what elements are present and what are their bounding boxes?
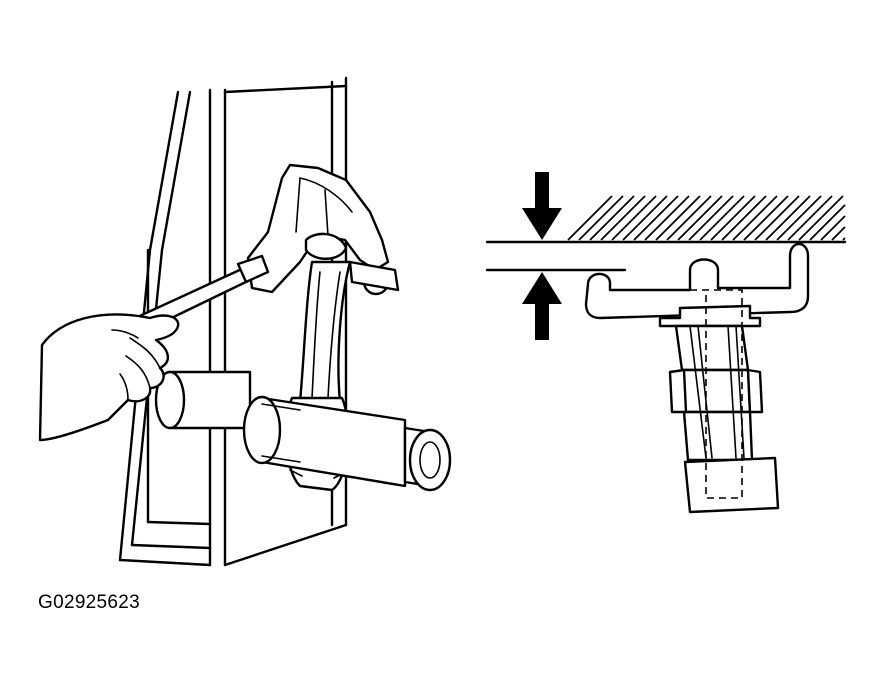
- hatch-line: [600, 195, 646, 241]
- hatch-line: [809, 204, 846, 241]
- hatch-line: [776, 195, 822, 241]
- hatch-line: [622, 195, 668, 241]
- hatch-line: [754, 195, 800, 241]
- hatch-line: [743, 195, 789, 241]
- hatch-line: [842, 237, 846, 241]
- figure-code-label: G02925623: [38, 592, 141, 613]
- arbor-shaft: [154, 370, 252, 430]
- down-arrow-icon: [522, 172, 562, 240]
- reference-surface: [485, 195, 847, 244]
- hatch-line: [567, 195, 613, 241]
- feeler-gauge-with-hand: [38, 254, 270, 442]
- hatch-line: [699, 195, 745, 241]
- up-arrow-icon: [522, 272, 562, 340]
- hatch-line: [666, 195, 712, 241]
- hatch-line: [578, 195, 624, 241]
- hatch-line: [611, 195, 657, 241]
- hatch-line: [710, 195, 756, 241]
- hatch-line: [721, 195, 767, 241]
- hatch-line: [655, 195, 701, 241]
- measuring-gauge-head: [246, 163, 400, 296]
- hatch-line: [589, 195, 635, 241]
- hatch-line: [633, 195, 679, 241]
- hatch-line: [820, 215, 846, 241]
- hatch-line: [831, 226, 846, 241]
- hatch-line: [644, 195, 690, 241]
- clearance-gap-indicator: [485, 172, 627, 340]
- hatch-line: [732, 195, 778, 241]
- hatch-line: [798, 195, 844, 241]
- alignment-fixture: [118, 76, 348, 567]
- hatch-line: [765, 195, 811, 241]
- shaft-with-bearing: [242, 395, 452, 492]
- gauge-fixture-detail: [584, 242, 810, 514]
- hatch-line: [677, 195, 723, 241]
- hatch-line: [688, 195, 734, 241]
- surface-hatching: [567, 195, 846, 241]
- hatch-line: [787, 195, 833, 241]
